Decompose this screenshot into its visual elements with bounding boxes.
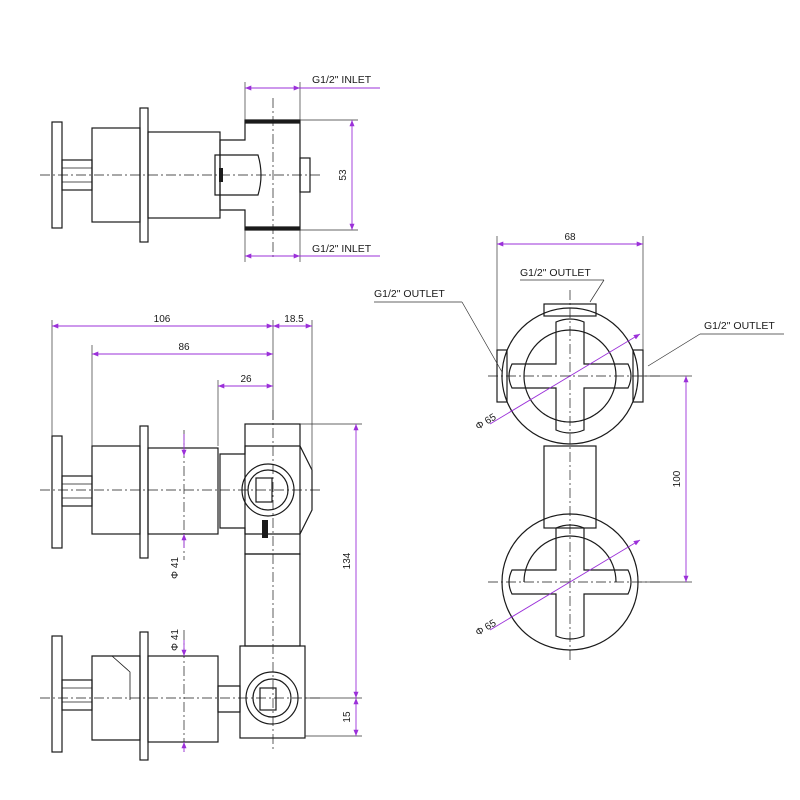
outlet-left-label: G1/2" OUTLET: [374, 288, 445, 300]
upper-plate-diameter-dim: Φ 41: [170, 557, 181, 579]
inlet-spacing-dim: 53: [338, 169, 349, 181]
height-total-dim: 134: [342, 552, 353, 569]
lower-plate-diameter-dim: Φ 41: [170, 629, 181, 651]
body-offset-dim: 26: [240, 374, 252, 385]
upper-rosette-diameter-dim: Φ 65: [474, 412, 499, 433]
side-view: 106 18.5 86 26 134 15 Φ 41 Φ 41: [40, 314, 362, 761]
handle-depth-dim: 86: [178, 342, 190, 353]
front-view: 68 100 Φ 65 Φ 65 G1/2" OUTLET G1/2" OUTL…: [374, 232, 784, 660]
inlet-bottom-label: G1/2" INLET: [312, 243, 372, 255]
outlet-right-label: G1/2" OUTLET: [704, 320, 775, 332]
inlet-top-label: G1/2" INLET: [312, 74, 372, 86]
outlet-offset-dim: 18.5: [284, 314, 304, 325]
handle-spacing-dim: 100: [672, 470, 683, 487]
front-width-dim: 68: [564, 232, 576, 243]
height-bottom-dim: 15: [342, 711, 353, 723]
top-view: G1/2" INLET G1/2" INLET 53: [40, 74, 380, 262]
overall-depth-dim: 106: [154, 314, 171, 325]
outlet-top-label: G1/2" OUTLET: [520, 267, 591, 279]
lower-rosette-diameter-dim: Φ 65: [474, 618, 499, 639]
